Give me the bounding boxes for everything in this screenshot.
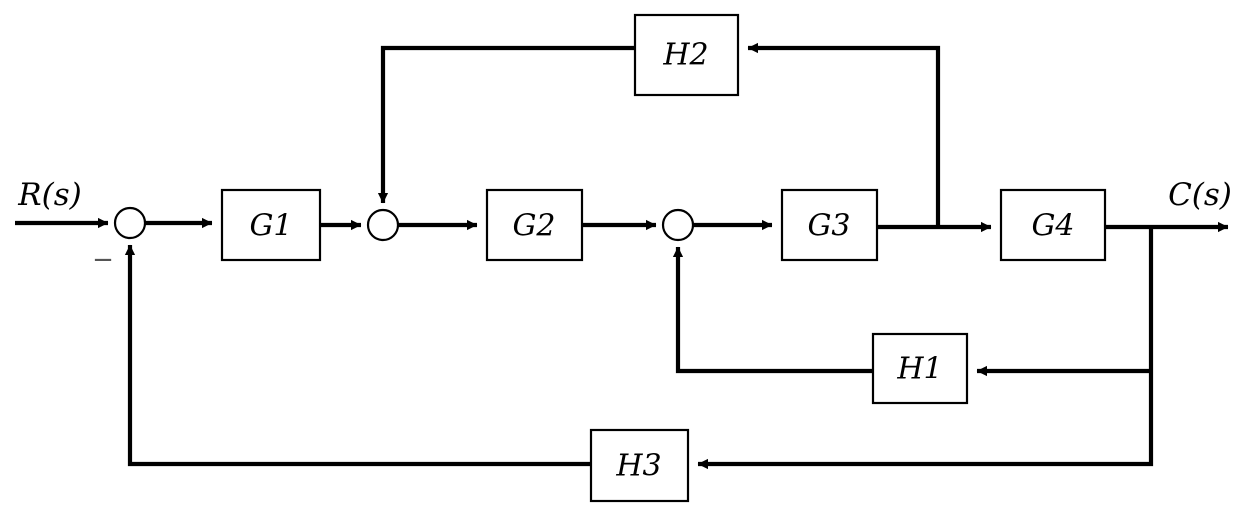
block-h1-label: H1 xyxy=(896,352,942,387)
summing-junction-1-circle xyxy=(113,206,147,240)
block-g2-rect xyxy=(485,188,584,262)
block-h2-label: H2 xyxy=(662,38,708,73)
block-g4[interactable]: G4 xyxy=(999,188,1107,262)
block-h1-rect xyxy=(871,332,969,405)
block-g2-label: G2 xyxy=(512,209,555,244)
wire-h3-input-branch xyxy=(697,227,1154,470)
block-g3-label: G3 xyxy=(807,209,850,244)
wire-h2-output-to-sum2 xyxy=(377,45,635,204)
output-signal-label: C(s) xyxy=(1168,177,1232,213)
block-h3-label: H3 xyxy=(615,449,661,484)
block-h3[interactable]: H3 xyxy=(589,428,690,503)
block-g1[interactable]: G1 xyxy=(220,188,322,262)
block-g1-rect xyxy=(220,188,322,262)
block-h3-rect xyxy=(589,428,690,503)
block-g4-rect xyxy=(999,188,1107,262)
summing-junction-1[interactable] xyxy=(113,206,147,240)
block-h2-rect xyxy=(633,13,740,97)
block-g3[interactable]: G3 xyxy=(780,188,879,262)
summing-junction-2[interactable] xyxy=(366,208,400,242)
wire-h1-output-to-sum3 xyxy=(672,246,873,374)
block-g3-rect xyxy=(780,188,879,262)
wire-h2-input-branch xyxy=(747,42,941,227)
block-g2[interactable]: G2 xyxy=(485,188,584,262)
block-g1-label: G1 xyxy=(249,209,292,244)
summing-junction-1-sign: − xyxy=(92,245,114,275)
summing-junction-3[interactable] xyxy=(661,208,695,242)
block-h2[interactable]: H2 xyxy=(633,13,740,97)
input-signal-label: R(s) xyxy=(17,177,81,213)
summing-junction-3-circle xyxy=(661,208,695,242)
wire-h3-output-to-sum1 xyxy=(124,244,591,467)
block-g4-label: G4 xyxy=(1031,209,1074,244)
block-h1[interactable]: H1 xyxy=(871,332,969,405)
summing-junction-2-circle xyxy=(366,208,400,242)
